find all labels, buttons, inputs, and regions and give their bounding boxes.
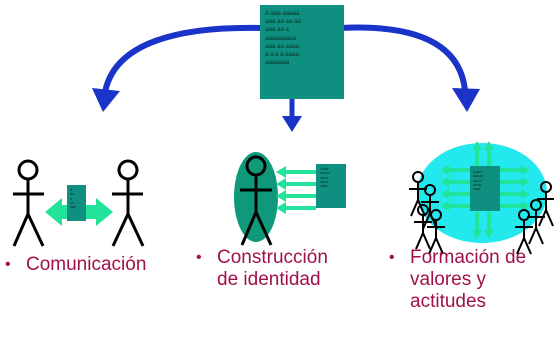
caption-bullet: • [5, 256, 11, 273]
caption-comunicacion: • Comunicación [5, 254, 146, 276]
stick-figure-identity [240, 155, 273, 246]
stick-figure-right [111, 159, 145, 247]
comm-document-text: a aa a aa aaa [70, 188, 76, 210]
identity-group [234, 152, 346, 246]
stick-figure-left [12, 159, 45, 247]
identity-arrow-heads [276, 166, 286, 214]
caption-line: actitudes [410, 291, 487, 312]
values-document [470, 166, 500, 211]
identity-document-text: A aaa aaa aa aaa a aa aa aaaa [320, 167, 330, 189]
caption-line: Comunicación [26, 254, 147, 275]
caption-line: Construcción [217, 247, 328, 268]
comm-document [67, 185, 86, 221]
values-group [409, 141, 554, 255]
group-of-people-right [515, 181, 554, 255]
caption-bullet: • [389, 249, 395, 266]
top-document [260, 5, 344, 99]
arrow-center-head [282, 116, 302, 132]
caption-line: de identidad [217, 269, 321, 290]
identity-document [316, 164, 346, 208]
arrow-right [339, 24, 468, 91]
distribution-arrows [92, 24, 480, 132]
arrow-right-head [452, 88, 480, 112]
arrow-left [102, 24, 263, 93]
identity-arrows [284, 170, 316, 210]
group-of-people-left [409, 171, 445, 255]
values-arrow-heads [440, 141, 530, 239]
caption-valores: • Formación de valores y actitudes [389, 247, 526, 313]
communication-group [12, 159, 145, 247]
caption-bullet: • [196, 249, 202, 266]
caption-identidad: • Construcción de identidad [196, 247, 328, 291]
values-document-text: A aaa aaa aa aaa a aa aa aaaa [473, 170, 483, 192]
top-document-text: A aaa aaaaa aaa aa aa aa aaa aa a aaaaaa… [265, 10, 301, 67]
arrow-left-head [92, 88, 120, 112]
caption-line: valores y [410, 269, 487, 290]
values-arrows [447, 148, 523, 232]
caption-line: Formación de [410, 247, 527, 268]
